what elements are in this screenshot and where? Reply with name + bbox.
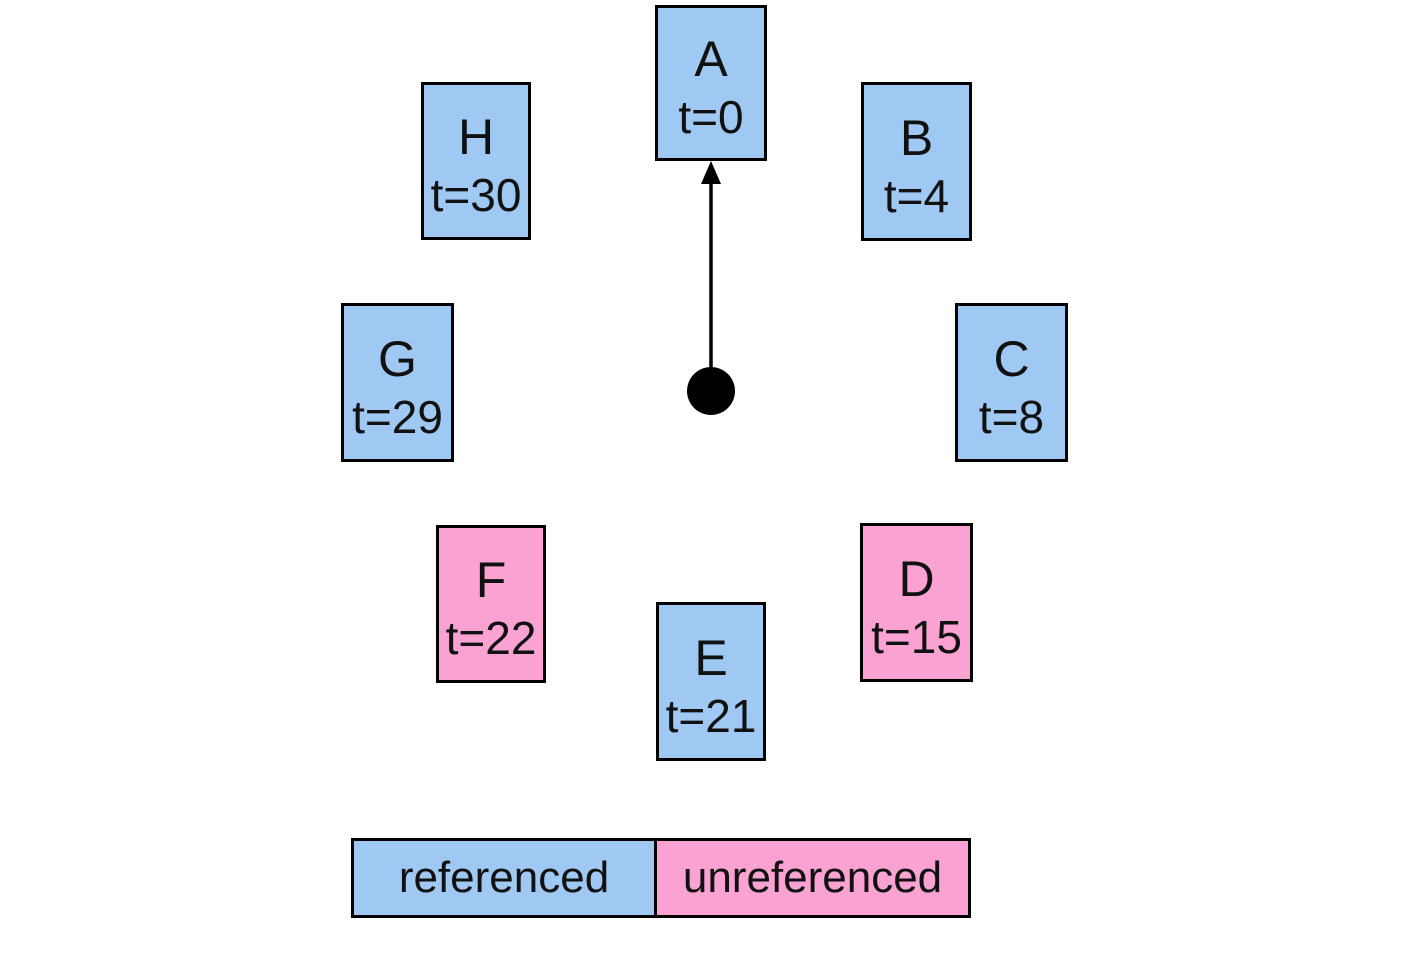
page-frame-letter: C bbox=[993, 330, 1030, 387]
page-frame-letter: F bbox=[475, 552, 507, 608]
page-frame-letter: E bbox=[694, 629, 728, 686]
page-frame-timestamp: t=22 bbox=[445, 612, 537, 664]
page-frame-timestamp: t=15 bbox=[871, 610, 962, 663]
page-frame-letter: A bbox=[694, 31, 728, 87]
page-frame-letter: H bbox=[457, 109, 495, 165]
page-frame-timestamp: t=30 bbox=[430, 169, 522, 221]
page-frame-letter: B bbox=[899, 109, 934, 166]
legend: referenced unreferenced bbox=[351, 838, 971, 918]
page-frame-a: A t=0 bbox=[655, 5, 767, 161]
page-frame-timestamp: t=29 bbox=[352, 390, 443, 443]
page-frame-g: G t=29 bbox=[341, 303, 454, 462]
arrowhead-icon bbox=[701, 161, 721, 184]
page-frame-b: B t=4 bbox=[861, 82, 972, 241]
page-frame-d: D t=15 bbox=[860, 523, 973, 682]
legend-item-unreferenced: unreferenced bbox=[654, 838, 971, 918]
page-frame-timestamp: t=8 bbox=[978, 390, 1045, 443]
legend-item-referenced: referenced bbox=[351, 838, 657, 918]
page-frame-letter: D bbox=[898, 550, 935, 607]
page-frame-timestamp: t=0 bbox=[678, 91, 744, 143]
page-frame-timestamp: t=21 bbox=[665, 689, 757, 742]
clock-hand-dot bbox=[687, 367, 735, 415]
page-frame-letter: G bbox=[378, 330, 417, 387]
page-frame-c: C t=8 bbox=[955, 303, 1068, 462]
page-frame-timestamp: t=4 bbox=[883, 169, 950, 222]
page-frame-h: H t=30 bbox=[421, 82, 531, 240]
page-frame-f: F t=22 bbox=[436, 525, 546, 683]
page-frame-e: E t=21 bbox=[656, 602, 766, 761]
